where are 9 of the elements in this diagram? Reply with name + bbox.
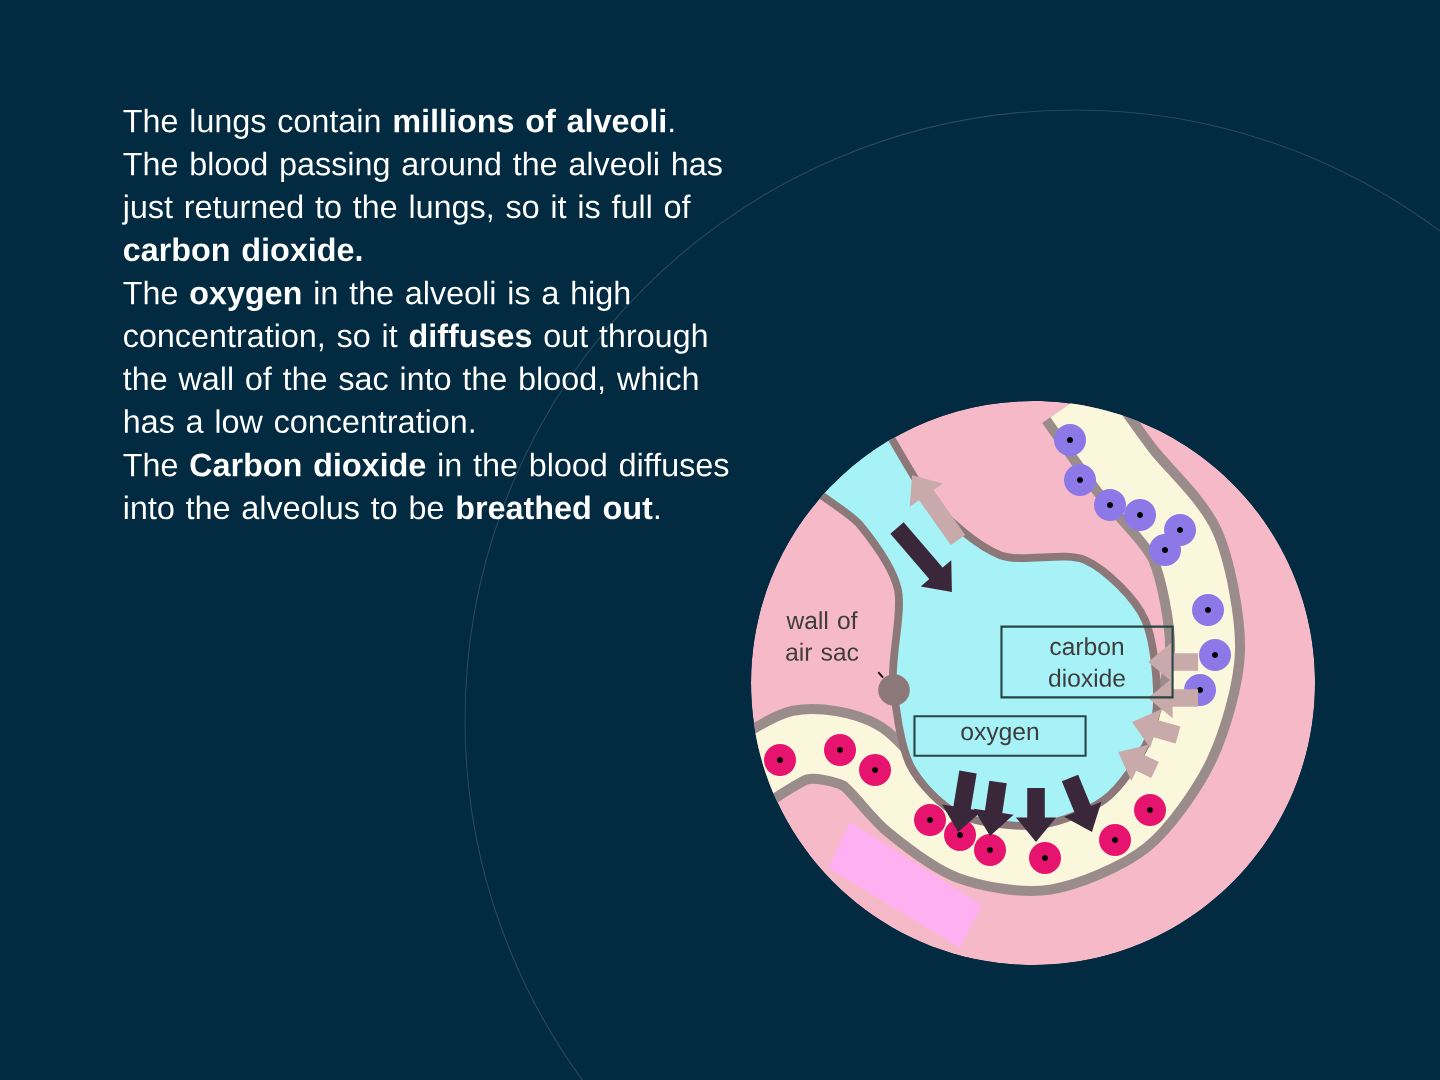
text-paragraph: The lungs contain millions of alveoli.	[123, 108, 674, 139]
wall-segment	[878, 674, 910, 706]
text-paragraph: The Carbon dioxide in the blood diffuses into the alveolus to be breathed out.	[123, 452, 729, 520]
text-paragraph: The blood passing around the alveoli has just returned to the lungs, so it is full of carbon dioxide.	[121, 151, 722, 262]
leader-line	[877, 671, 884, 679]
wall-label: wall of air sac	[786, 611, 859, 661]
text-paragraph: The oxygen in the alveoli is a high concentration, so it diffuses out through the wall of the sac into the blood, which has a low concentration.	[123, 280, 707, 434]
label-box: oxygen	[913, 715, 1087, 757]
label-box: carbon dioxide	[1000, 625, 1174, 699]
